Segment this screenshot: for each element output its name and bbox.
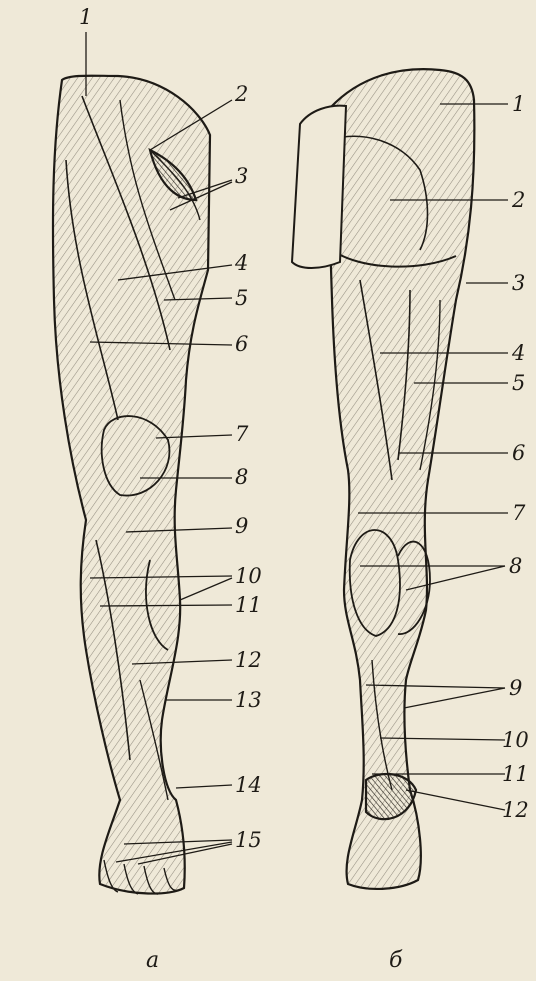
back-label-5: 5 — [512, 373, 525, 394]
front-label-11: 11 — [235, 595, 262, 616]
front-label-14: 14 — [235, 775, 262, 796]
front-label-1: 1 — [79, 7, 92, 28]
front-label-6: 6 — [235, 334, 248, 355]
back-caption: б — [389, 950, 402, 972]
front-label-15: 15 — [235, 830, 262, 851]
leg-back-drawing — [292, 69, 474, 889]
back-label-7: 7 — [512, 503, 525, 524]
back-label-2: 2 — [512, 190, 525, 211]
front-label-13: 13 — [235, 690, 262, 711]
back-label-4: 4 — [512, 343, 525, 364]
front-label-2: 2 — [235, 84, 248, 105]
leg-front-drawing — [53, 76, 210, 894]
back-label-9: 9 — [509, 678, 522, 699]
front-label-12: 12 — [235, 650, 262, 671]
front-label-7: 7 — [235, 424, 248, 445]
front-label-10: 10 — [235, 566, 262, 587]
back-label-1: 1 — [512, 94, 525, 115]
front-label-8: 8 — [235, 467, 248, 488]
back-label-6: 6 — [512, 443, 525, 464]
back-label-12: 12 — [502, 800, 529, 821]
front-label-4: 4 — [235, 253, 248, 274]
front-label-3: 3 — [235, 166, 248, 187]
back-label-3: 3 — [512, 273, 525, 294]
front-caption: а — [146, 950, 159, 972]
front-label-9: 9 — [235, 516, 248, 537]
back-label-10: 10 — [502, 730, 529, 751]
back-label-8: 8 — [509, 556, 522, 577]
back-label-11: 11 — [502, 764, 529, 785]
front-label-5: 5 — [235, 288, 248, 309]
